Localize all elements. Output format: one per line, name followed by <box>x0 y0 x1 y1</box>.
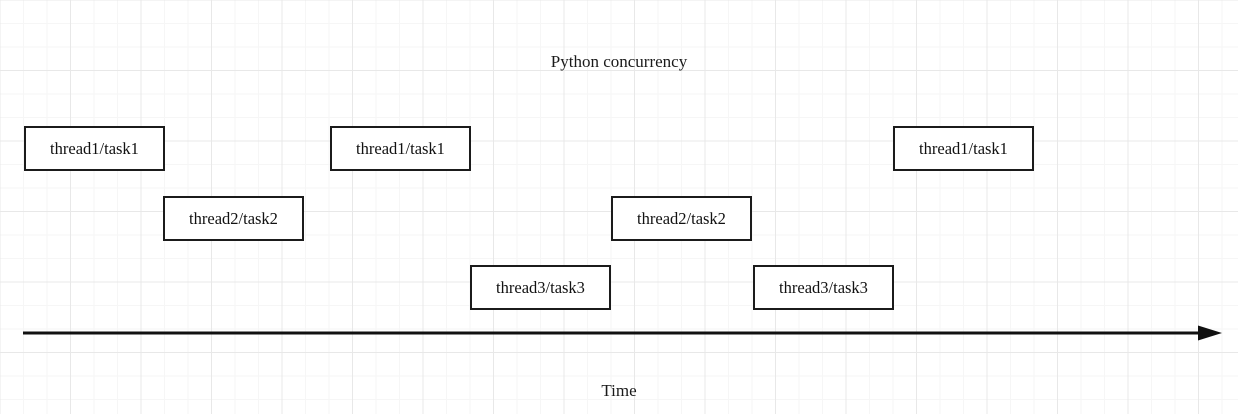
task-block-thread1: thread1/task1 <box>330 126 471 171</box>
task-block-thread3: thread3/task3 <box>753 265 894 310</box>
task-block-thread2: thread2/task2 <box>611 196 752 241</box>
task-block-thread2: thread2/task2 <box>163 196 304 241</box>
task-block-thread3: thread3/task3 <box>470 265 611 310</box>
time-axis <box>23 325 1223 341</box>
time-axis-label: Time <box>601 381 637 400</box>
diagram-title: Python concurrency <box>550 52 688 71</box>
task-block-thread1: thread1/task1 <box>893 126 1034 171</box>
time-axis-arrow-icon <box>23 325 1222 341</box>
task-block-thread1: thread1/task1 <box>24 126 165 171</box>
